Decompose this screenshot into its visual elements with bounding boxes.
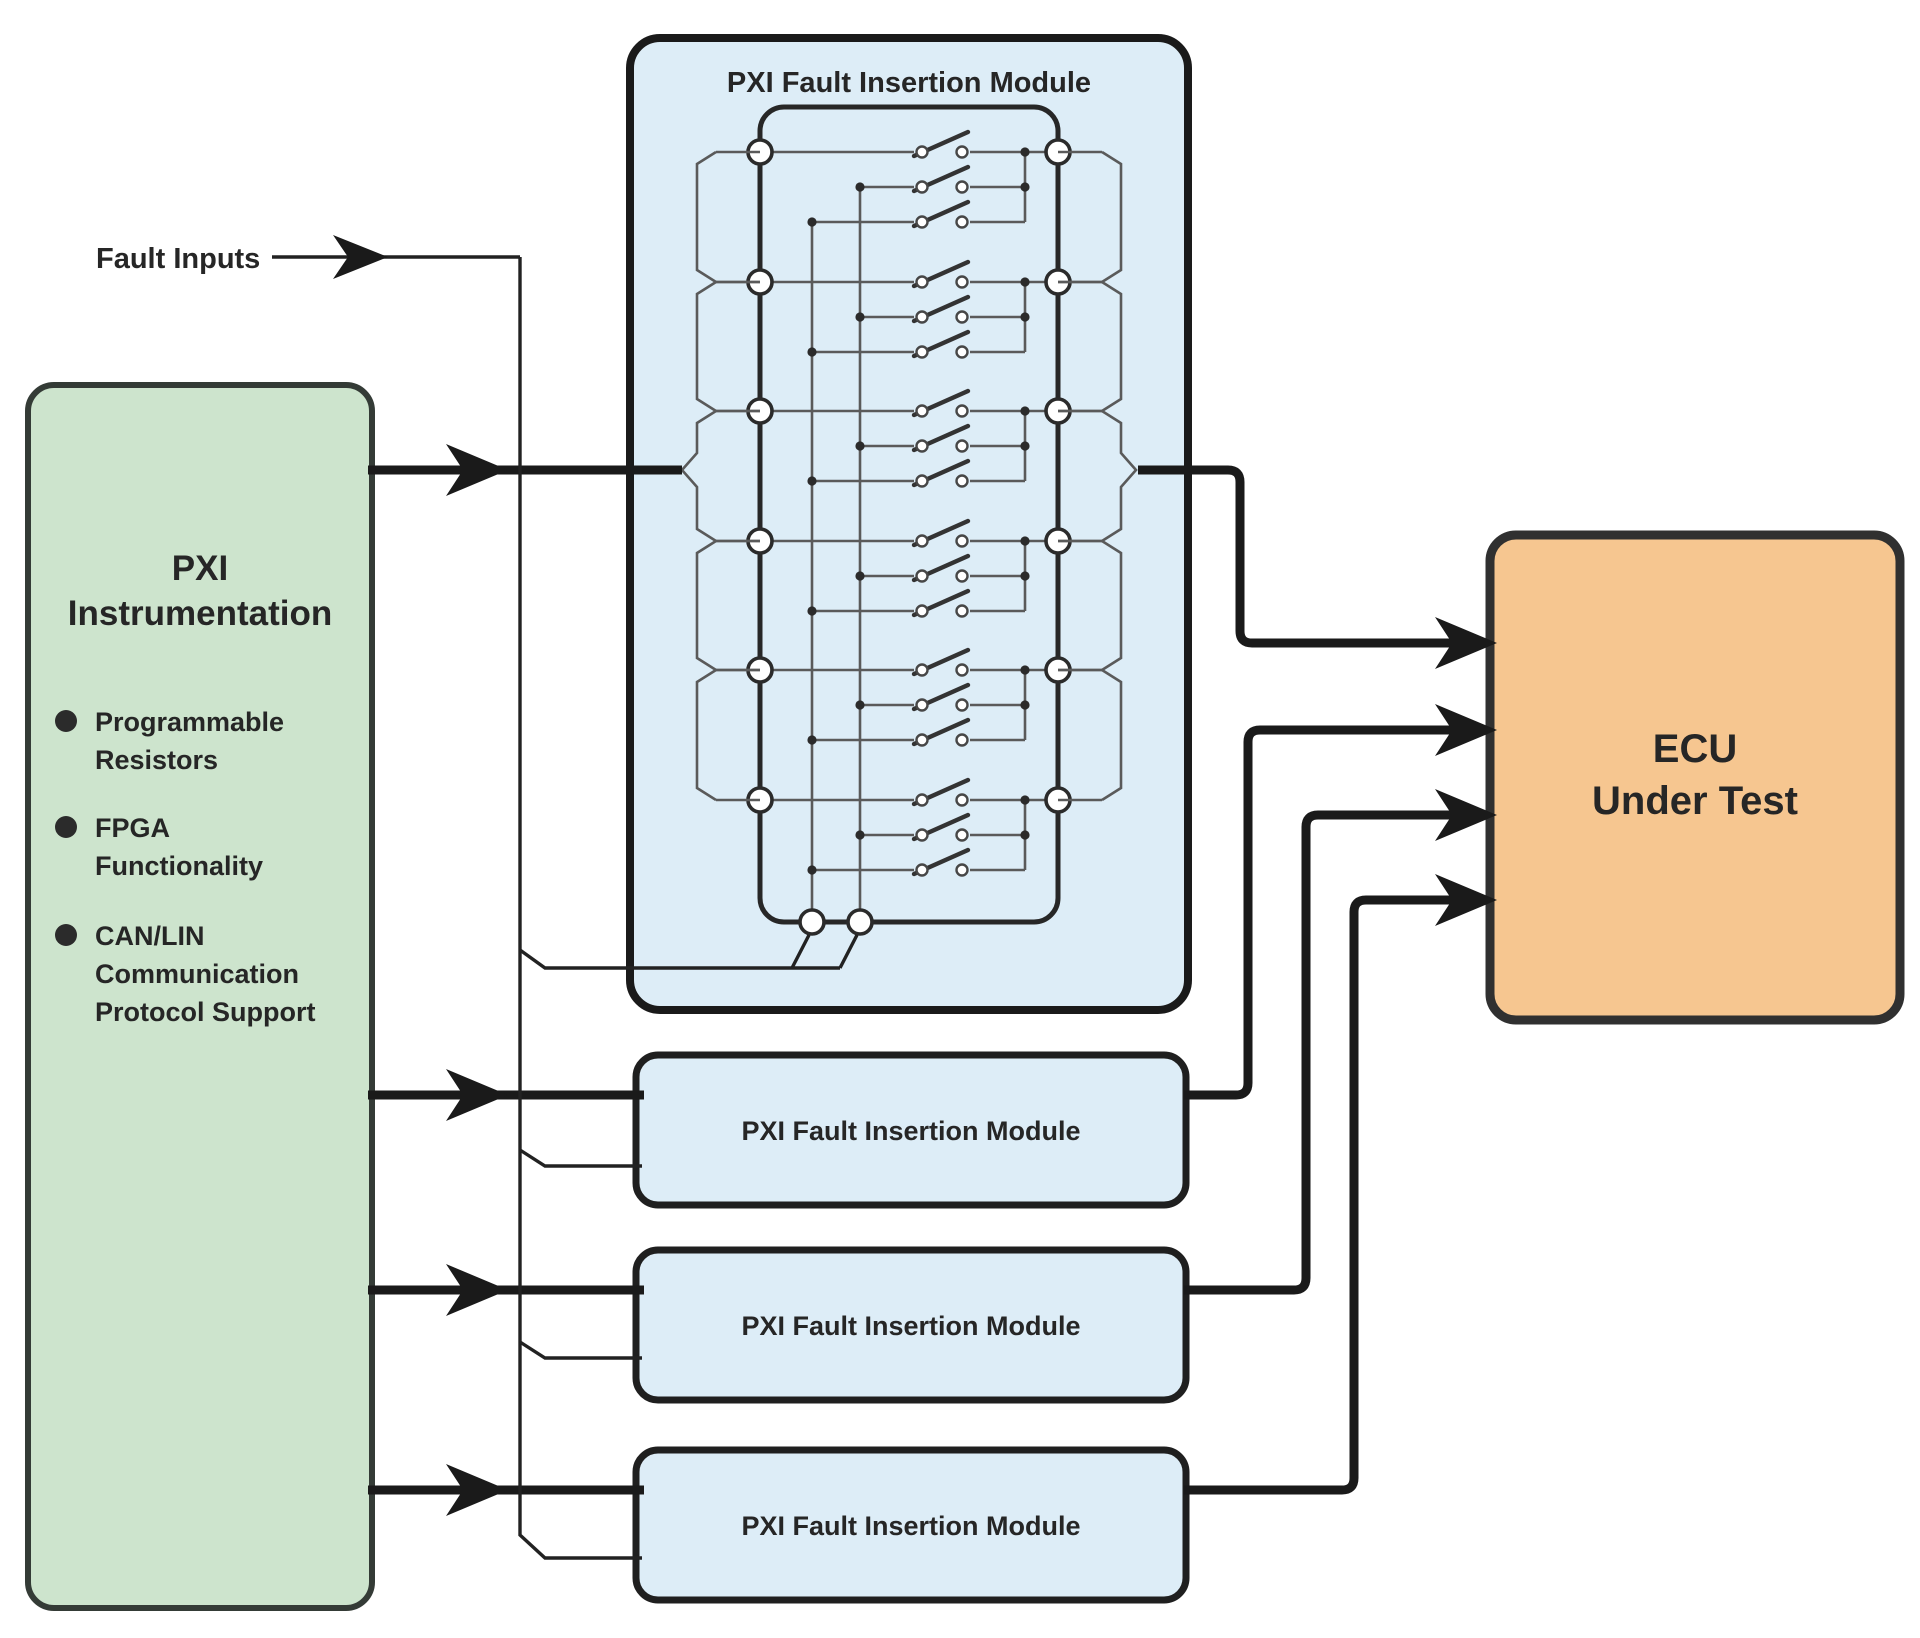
fault-module-3-label: PXI Fault Insertion Module — [741, 1511, 1080, 1541]
fault-inputs-label: Fault Inputs — [96, 243, 260, 275]
fault-branch-module1 — [519, 1148, 642, 1168]
bullet-3-line2: Communication — [95, 959, 299, 989]
merge-chain-line — [1101, 668, 1123, 802]
channel-row — [746, 777, 1072, 877]
arrow-head-icon — [1435, 617, 1497, 669]
fault-input-trunk-line — [272, 255, 642, 1560]
bullet-icon — [55, 710, 77, 732]
line-module1-to-ecu — [1184, 725, 1484, 1100]
channel-row — [746, 129, 1072, 229]
switch-icon — [911, 518, 971, 548]
merge-chain-line — [695, 280, 717, 413]
channel-rows — [680, 129, 1138, 877]
merge-chain-line — [695, 668, 717, 802]
ecu-title-line1: ECU — [1653, 727, 1737, 771]
line-detailed-module-to-ecu — [1138, 465, 1484, 648]
bullet-1-line2: Resistors — [95, 745, 218, 775]
instrumentation-title-line2: Instrumentation — [68, 594, 332, 633]
channel-merge-chains — [680, 150, 1138, 802]
switch-icon — [911, 199, 971, 229]
bullet-3-line3: Protocol Support — [95, 997, 315, 1027]
bullet-icon — [55, 924, 77, 946]
fault-module-detailed-title: PXI Fault Insertion Module — [727, 67, 1091, 99]
arrow-head-icon — [446, 1464, 508, 1516]
bullet-2-line2: Functionality — [95, 851, 263, 881]
pxi-instrumentation-box: PXI Instrumentation Programmable Resisto… — [25, 382, 375, 1611]
switch-icon — [911, 388, 971, 418]
switch-icon — [911, 588, 971, 618]
arrow-head-icon — [446, 444, 508, 496]
switch-icon — [911, 129, 971, 159]
switch-icon — [911, 329, 971, 359]
switch-matrix-inner-rect — [757, 104, 1061, 925]
fault-insertion-module-3: PXI Fault Insertion Module — [632, 1446, 1190, 1604]
switch-icon — [911, 259, 971, 289]
switch-icon — [911, 458, 971, 488]
fault-insertion-module-2: PXI Fault Insertion Module — [632, 1246, 1190, 1404]
switch-icon — [911, 164, 971, 194]
fault-bus-node-icon — [798, 908, 826, 936]
fault-insertion-module-1: PXI Fault Insertion Module — [632, 1051, 1190, 1209]
fault-input-routing: Fault Inputs — [96, 243, 859, 1560]
instrumentation-title-line1: PXI — [172, 549, 228, 588]
fault-bus-node-icon — [846, 908, 874, 936]
switch-icon — [911, 682, 971, 712]
bullet-2-line1: FPGA — [95, 813, 170, 843]
fault-branch-bus-risers — [790, 934, 859, 969]
merge-chain-line — [695, 539, 717, 672]
switch-icon — [911, 647, 971, 677]
merge-chain-line — [1101, 150, 1123, 284]
ecu-title-line2: Under Test — [1592, 779, 1798, 823]
fault-module-detailed-rect — [626, 34, 1192, 1014]
switch-icon — [911, 553, 971, 583]
fault-branch-detailed-module — [519, 948, 840, 970]
fault-module-1-rect — [632, 1051, 1190, 1209]
switch-icon — [911, 847, 971, 877]
channel-row — [746, 647, 1072, 747]
merge-chain-line — [695, 150, 717, 284]
switch-icon — [911, 294, 971, 324]
fault-module-3-rect — [632, 1446, 1190, 1604]
line-module3-to-ecu — [1184, 895, 1484, 1495]
merge-chain-line — [1101, 280, 1123, 413]
arrow-head-icon — [1435, 704, 1497, 756]
bullet-icon — [55, 816, 77, 838]
signal-lines — [368, 465, 1484, 1495]
line-module2-to-ecu — [1184, 810, 1484, 1295]
switch-icon — [911, 777, 971, 807]
arrow-head-icon — [446, 1264, 508, 1316]
switch-icon — [911, 717, 971, 747]
arrow-head-icon — [1435, 789, 1497, 841]
arrowheads — [333, 235, 1497, 1516]
switch-icon — [911, 812, 971, 842]
merge-chain-line — [1101, 539, 1123, 672]
fault-insertion-module-detailed: PXI Fault Insertion Module — [626, 34, 1192, 1014]
switch-icon — [911, 423, 971, 453]
ecu-under-test-box: ECU Under Test — [1485, 530, 1905, 1025]
fault-branch-module2 — [519, 1340, 642, 1360]
arrow-head-icon — [333, 235, 388, 279]
fault-module-2-label: PXI Fault Insertion Module — [741, 1311, 1080, 1341]
arrow-head-icon — [446, 1069, 508, 1121]
fault-module-1-label: PXI Fault Insertion Module — [741, 1116, 1080, 1146]
arrow-head-icon — [1435, 874, 1497, 926]
fault-module-2-rect — [632, 1246, 1190, 1404]
pxi-instrumentation-rect — [25, 382, 375, 1611]
bullet-1-line1: Programmable — [95, 707, 284, 737]
merge-chain-line — [1101, 409, 1138, 543]
ecu-rect — [1485, 530, 1905, 1025]
bullet-3-line1: CAN/LIN — [95, 921, 205, 951]
